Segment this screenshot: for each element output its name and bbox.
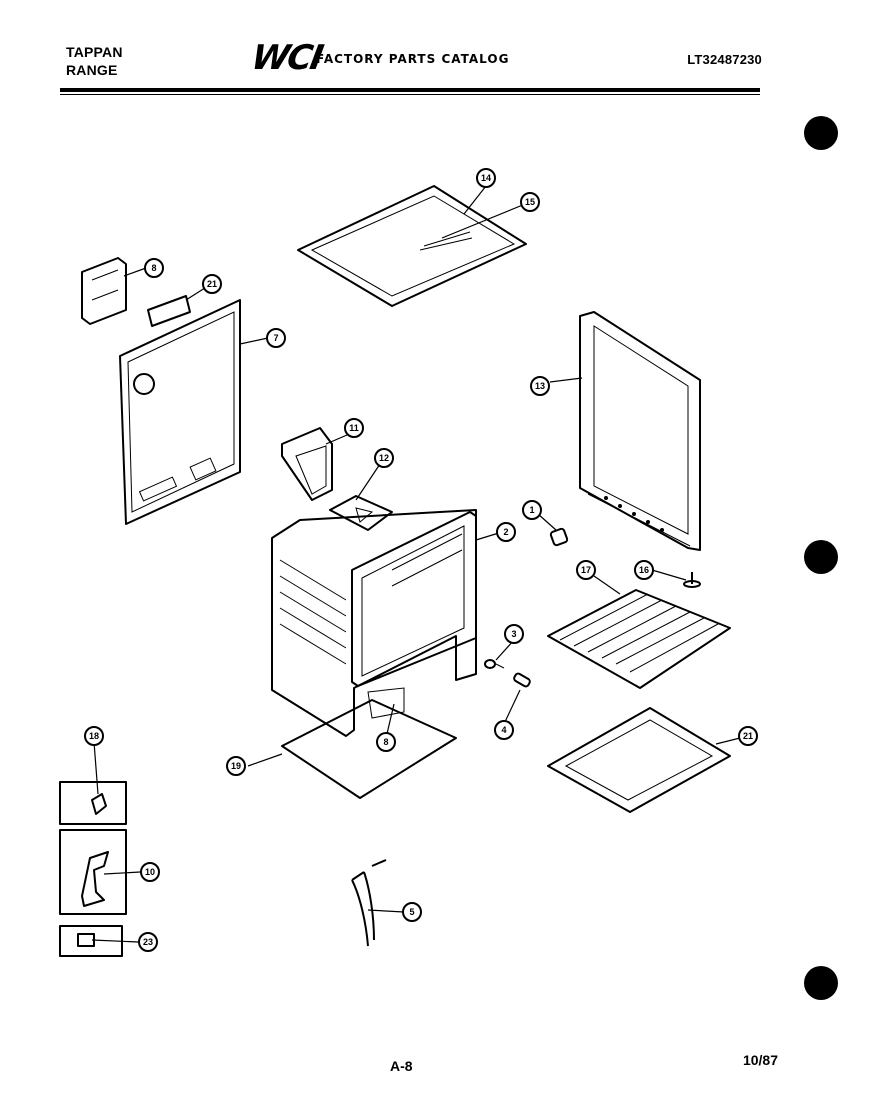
callout-8-base: 8 xyxy=(376,732,396,752)
vent-duct xyxy=(281,427,333,501)
callout-3: 3 xyxy=(504,624,524,644)
svg-text:7: 7 xyxy=(273,333,278,343)
svg-text:15: 15 xyxy=(525,197,535,207)
inset-part-18 xyxy=(91,793,107,815)
callout-4: 4 xyxy=(494,720,514,740)
callout-21-pan: 21 xyxy=(738,726,758,746)
side-panel xyxy=(579,311,701,551)
heating-element xyxy=(351,859,387,947)
base-pan xyxy=(281,687,457,799)
burner-part xyxy=(329,495,393,531)
callout-8-top: 8 xyxy=(144,258,164,278)
oven-rack xyxy=(547,589,731,689)
svg-text:14: 14 xyxy=(481,173,491,183)
callout-21-strip: 21 xyxy=(202,274,222,294)
inset-box-10 xyxy=(59,829,127,915)
header-rule-thin xyxy=(60,94,760,95)
callout-18: 18 xyxy=(84,726,104,746)
header-rule xyxy=(60,88,760,92)
callout-11: 11 xyxy=(344,418,364,438)
top-panel xyxy=(297,185,527,307)
bracket-part xyxy=(81,257,127,325)
svg-text:11: 11 xyxy=(349,423,359,433)
catalog-title: FACTORY PARTS CATALOG xyxy=(316,52,510,66)
product-type: RANGE xyxy=(66,62,118,78)
svg-text:8: 8 xyxy=(383,737,388,747)
callout-7: 7 xyxy=(266,328,286,348)
callout-2: 2 xyxy=(496,522,516,542)
strip-part xyxy=(147,295,191,327)
model-number: LT32487230 xyxy=(687,52,762,67)
svg-text:17: 17 xyxy=(581,565,591,575)
page-number: A-8 xyxy=(390,1058,413,1074)
inset-part-23 xyxy=(77,933,95,947)
catalog-date: 10/87 xyxy=(742,1052,778,1068)
svg-text:4: 4 xyxy=(501,725,506,735)
callout-19: 19 xyxy=(226,756,246,776)
callout-16: 16 xyxy=(634,560,654,580)
binder-hole-top xyxy=(804,116,838,150)
leveling-leg xyxy=(683,572,701,588)
svg-text:23: 23 xyxy=(143,937,153,947)
callout-5: 5 xyxy=(402,902,422,922)
callout-23: 23 xyxy=(138,932,158,952)
svg-text:8: 8 xyxy=(151,263,156,273)
callout-14: 14 xyxy=(476,168,496,188)
callout-12: 12 xyxy=(374,448,394,468)
svg-text:12: 12 xyxy=(379,453,389,463)
binder-hole-bottom xyxy=(804,966,838,1000)
svg-text:10: 10 xyxy=(145,867,155,877)
svg-text:19: 19 xyxy=(231,761,241,771)
svg-text:21: 21 xyxy=(743,731,753,741)
binder-hole-middle xyxy=(804,540,838,574)
knob-part xyxy=(549,527,569,547)
callout-10: 10 xyxy=(140,862,160,882)
callout-17: 17 xyxy=(576,560,596,580)
oven-body xyxy=(271,509,477,737)
callout-15: 15 xyxy=(520,192,540,212)
svg-text:21: 21 xyxy=(207,279,217,289)
brand-name: TAPPAN xyxy=(66,44,123,60)
callout-13: 13 xyxy=(530,376,550,396)
svg-text:18: 18 xyxy=(89,731,99,741)
svg-text:2: 2 xyxy=(503,527,508,537)
broiler-pan xyxy=(547,707,731,813)
svg-text:5: 5 xyxy=(409,907,414,917)
back-panel xyxy=(119,299,241,525)
inset-box-18 xyxy=(59,781,127,825)
svg-text:13: 13 xyxy=(535,381,545,391)
inset-part-10 xyxy=(81,851,109,907)
callout-1: 1 xyxy=(522,500,542,520)
bolt-part xyxy=(484,659,505,669)
svg-text:3: 3 xyxy=(511,629,516,639)
svg-text:16: 16 xyxy=(639,565,649,575)
svg-text:1: 1 xyxy=(529,505,534,515)
pin-part xyxy=(513,672,531,688)
